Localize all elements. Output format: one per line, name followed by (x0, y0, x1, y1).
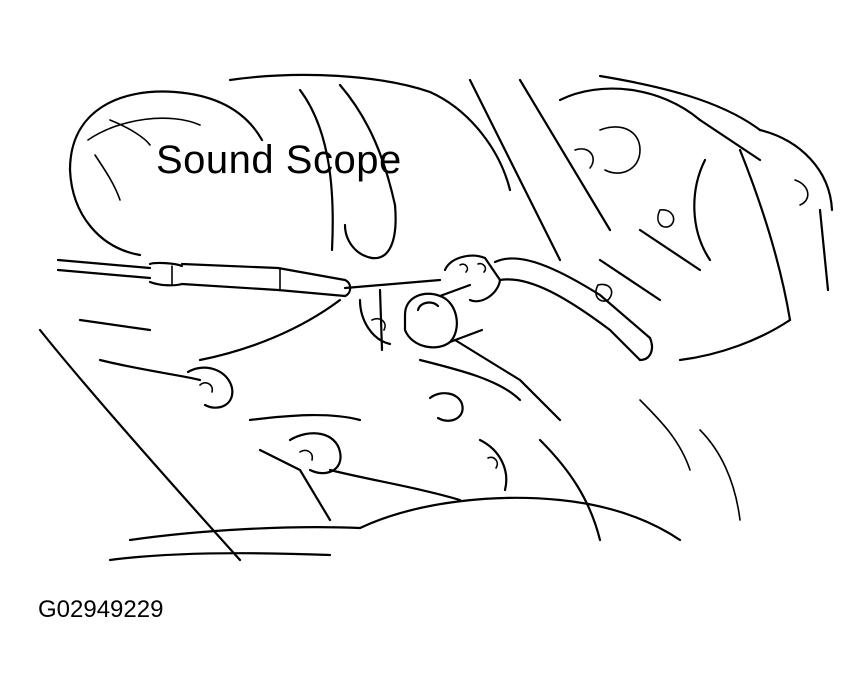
engine-block-center (38, 288, 602, 562)
sound-scope-label: Sound Scope (156, 138, 402, 182)
knock-sensor (403, 254, 654, 362)
figure-code: G02949229 (38, 596, 164, 623)
engine-block-upper (228, 73, 834, 262)
engine-block-right (595, 148, 830, 362)
round-cover (68, 90, 264, 257)
engine-block-lower (108, 399, 741, 562)
sound-scope-probe (56, 258, 442, 298)
